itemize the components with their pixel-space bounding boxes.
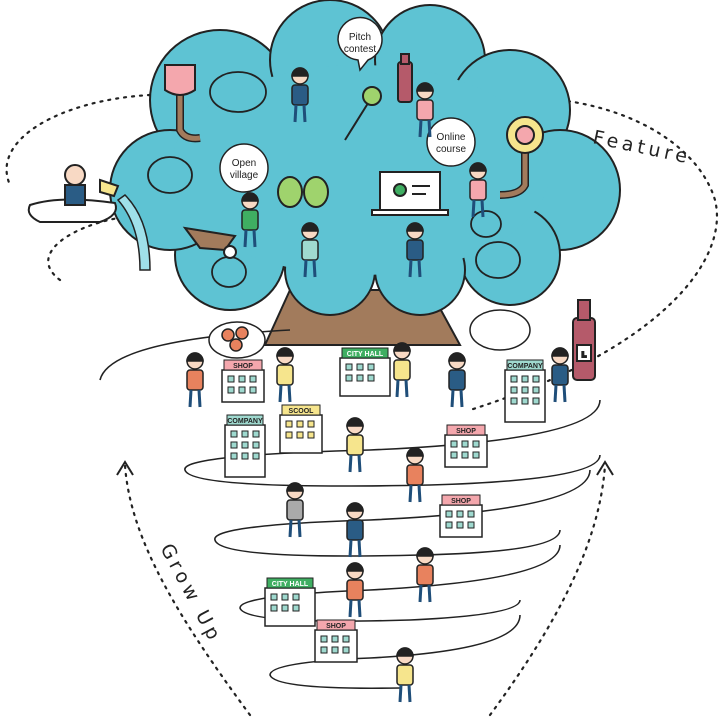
person	[396, 647, 414, 703]
big-bottle-icon: L	[572, 299, 596, 381]
village-label: village	[230, 170, 259, 181]
flower-icon	[506, 116, 544, 154]
person	[301, 222, 319, 278]
building-company: COMPANY	[504, 359, 546, 423]
person	[241, 192, 259, 248]
building-shop: SHOP	[314, 619, 358, 663]
person	[291, 67, 309, 123]
shop-sign: SHOP	[456, 428, 476, 435]
arrow-head-icon	[116, 460, 134, 476]
bottle-icon	[397, 53, 413, 103]
person	[346, 562, 364, 618]
open-label: Open	[232, 158, 256, 169]
shop-sign: SHOP	[451, 498, 471, 505]
pitch-contest-bubble: Pitch contest	[337, 16, 383, 72]
people	[186, 67, 569, 703]
person	[346, 502, 364, 558]
grow-up-arrow-right	[488, 463, 607, 717]
building-city-hall: CITY HALL	[264, 577, 316, 627]
city-hall-sign: CITY HALL	[347, 351, 384, 358]
person	[469, 162, 487, 218]
person	[286, 482, 304, 538]
open-village-bubble: Open village	[219, 143, 269, 193]
person	[416, 547, 434, 603]
company-sign: COMPANY	[227, 418, 263, 425]
microphone-icon	[344, 86, 382, 141]
laptop-icon	[371, 171, 449, 216]
contest-label: contest	[344, 44, 376, 55]
building-shop: SHOP	[439, 494, 483, 538]
pitch-label: Pitch	[349, 32, 371, 43]
online-label: Online	[437, 132, 466, 143]
course-label: course	[436, 144, 466, 155]
leaf-icons	[147, 71, 521, 288]
buildings: SHOP CITY HALL COMPANY COMPANY SCOOL SHOP SHOP…	[221, 347, 546, 663]
person	[416, 82, 434, 138]
fist-icon	[164, 64, 196, 96]
person	[448, 352, 466, 408]
pie-plate-icon	[208, 321, 266, 359]
city-hall-sign: CITY HALL	[272, 581, 309, 588]
arrow-head-icon	[596, 460, 614, 476]
person	[276, 347, 294, 403]
shop-sign: SHOP	[233, 363, 253, 370]
grow-up-label: Grow Up	[156, 540, 227, 647]
airplane-icon	[27, 164, 120, 223]
sprout-icon	[277, 176, 329, 208]
building-school: SCOOL	[279, 404, 323, 454]
building-shop: SHOP	[444, 424, 488, 468]
building-shop: SHOP	[221, 359, 265, 403]
person	[551, 347, 569, 403]
person	[406, 222, 424, 278]
shop-sign: SHOP	[326, 623, 346, 630]
building-city-hall: CITY HALL	[339, 347, 391, 397]
online-course-bubble: Online course	[426, 117, 476, 167]
school-sign: SCOOL	[289, 408, 315, 415]
spiral-road	[99, 329, 601, 690]
person	[346, 417, 364, 473]
water-stream	[116, 194, 151, 271]
person	[186, 352, 204, 408]
wheelbarrow-icon	[182, 226, 237, 259]
company-sign: COMPANY	[507, 363, 543, 370]
product-idea-bubble	[469, 309, 531, 351]
bottle-label: L	[582, 352, 587, 359]
building-company: COMPANY	[224, 414, 266, 478]
person	[393, 342, 411, 398]
person	[406, 447, 424, 503]
